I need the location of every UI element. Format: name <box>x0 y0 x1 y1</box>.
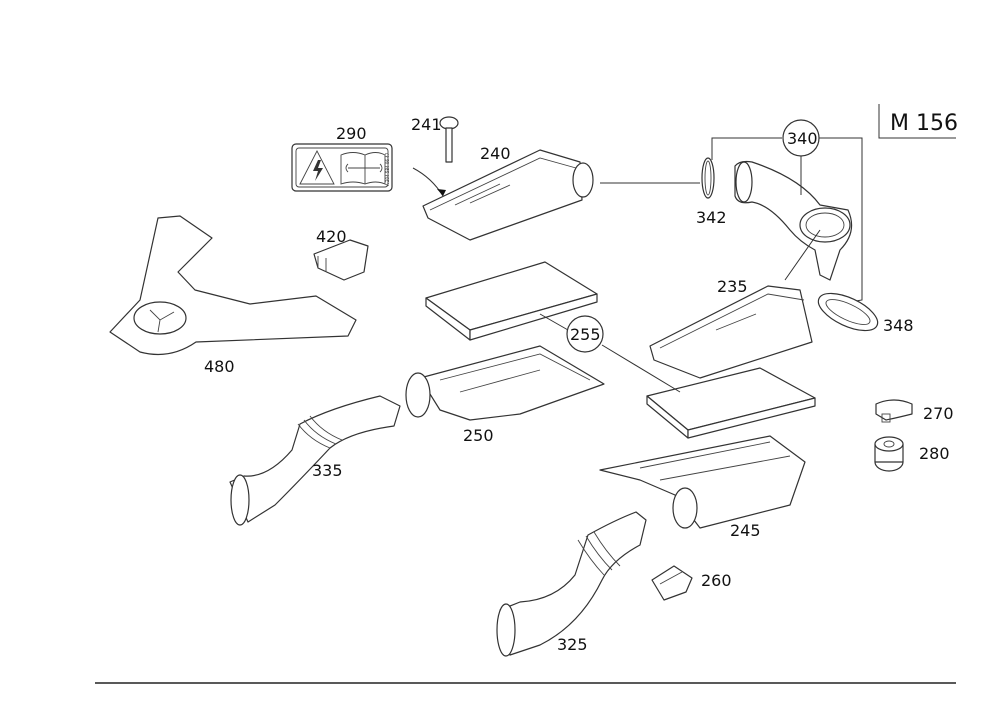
part-235-cover <box>649 285 813 379</box>
label-348: 348 <box>883 316 914 335</box>
model-label: M 156 <box>890 111 958 136</box>
callout-circle-255 <box>566 315 604 353</box>
label-255: 255 <box>570 325 601 344</box>
part-241-bolt <box>412 116 459 197</box>
part-290-sticker: A 204 584 06 47 <box>291 143 393 192</box>
part-260-clip <box>651 565 693 601</box>
label-480: 480 <box>204 357 235 376</box>
part-348-seal <box>817 292 879 332</box>
label-325: 325 <box>557 635 588 654</box>
part-240-filter-cover <box>422 149 700 241</box>
part-280-grommet <box>874 436 904 472</box>
sticker-code: A 204 584 06 47 <box>385 152 390 186</box>
label-342: 342 <box>696 208 727 227</box>
callout-circle-340 <box>782 119 820 157</box>
part-255-filter-elements <box>425 261 816 439</box>
label-250: 250 <box>463 426 494 445</box>
label-241: 241 <box>411 115 442 134</box>
part-335-duct <box>229 395 401 526</box>
label-260: 260 <box>701 571 732 590</box>
warning-high-voltage-icon <box>299 150 335 185</box>
part-245-lower-housing <box>599 435 806 529</box>
label-235: 235 <box>717 277 748 296</box>
part-250-housing <box>405 345 605 421</box>
model-box: M 156 <box>878 104 958 139</box>
manual-wrench-icon <box>340 152 386 185</box>
label-290: 290 <box>336 124 367 143</box>
part-325-duct <box>496 511 647 657</box>
label-420: 420 <box>316 227 347 246</box>
label-240: 240 <box>480 144 511 163</box>
label-270: 270 <box>923 404 954 423</box>
part-340-elbow <box>734 156 853 281</box>
part-420-clip <box>313 239 369 281</box>
label-280: 280 <box>919 444 950 463</box>
label-340: 340 <box>787 129 818 148</box>
label-335: 335 <box>312 461 343 480</box>
part-270-clip <box>875 399 913 423</box>
part-480-engine-cover <box>109 215 357 355</box>
label-245: 245 <box>730 521 761 540</box>
